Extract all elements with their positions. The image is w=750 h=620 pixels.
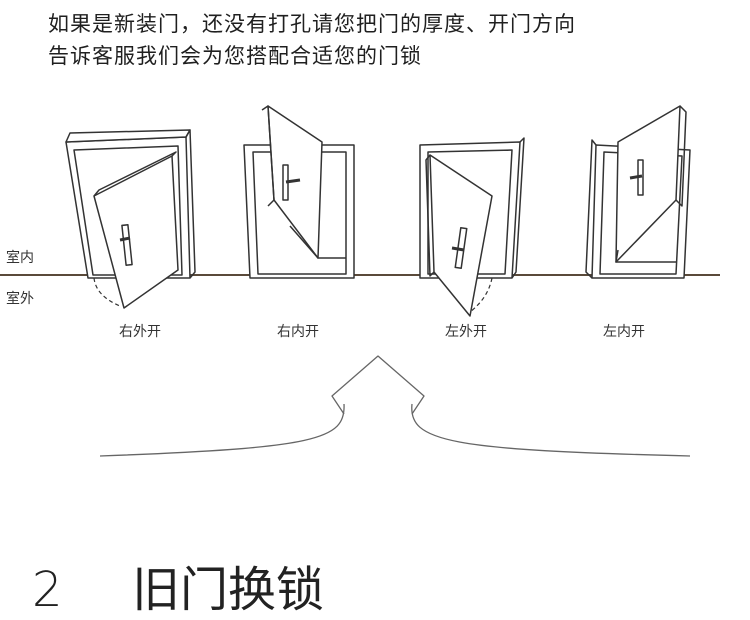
door-label-right-inward: 右内开 [277, 324, 319, 340]
door-frame-side [185, 129, 196, 279]
door-handle-plate [121, 224, 133, 266]
door-handle [285, 178, 301, 184]
door-label-left-inward: 左内开 [603, 324, 645, 340]
indoor-label: 室内 [6, 249, 34, 266]
door-frame-side [585, 139, 597, 279]
door-handle [451, 246, 465, 252]
door-swing-arc [93, 277, 121, 307]
door-label-left-outward: 左外开 [445, 324, 487, 340]
intro-text: 如果是新装门，还没有打孔请您把门的厚度、开门方向 告诉客服我们会为您搭配合适您的… [48, 8, 728, 72]
door-frame-inner [73, 145, 183, 276]
door-frame-side [511, 137, 525, 279]
door-handle [119, 236, 131, 242]
door-swing-arc [469, 277, 493, 313]
door-inner-open [289, 225, 346, 259]
door-opening-diagram: 室内 室外 [0, 105, 720, 457]
door-right-inward [243, 105, 355, 279]
section-title: 2 旧门换锁 [32, 560, 324, 620]
door-right-outward [65, 129, 196, 309]
door-leaf-edge [261, 105, 275, 207]
door-inner-open [615, 249, 676, 263]
outdoor-label: 室外 [6, 290, 34, 307]
up-arrow-icon [99, 355, 691, 457]
door-leaf-edge [675, 105, 687, 207]
section-title-text: 旧门换锁 [132, 562, 325, 618]
door-leaf-edge [93, 151, 177, 197]
door-handle [629, 174, 643, 180]
section-number: 2 [32, 562, 63, 618]
door-left-outward [419, 137, 525, 317]
intro-line-2: 告诉客服我们会为您搭配合适您的门锁 [48, 44, 422, 68]
door-leaf-edge [425, 154, 435, 277]
intro-line-1: 如果是新装门，还没有打孔请您把门的厚度、开门方向 [48, 12, 576, 36]
door-leaf [93, 155, 179, 309]
door-label-right-outward: 右外开 [119, 324, 161, 340]
door-leaf [429, 154, 493, 317]
door-left-inward [585, 105, 691, 279]
